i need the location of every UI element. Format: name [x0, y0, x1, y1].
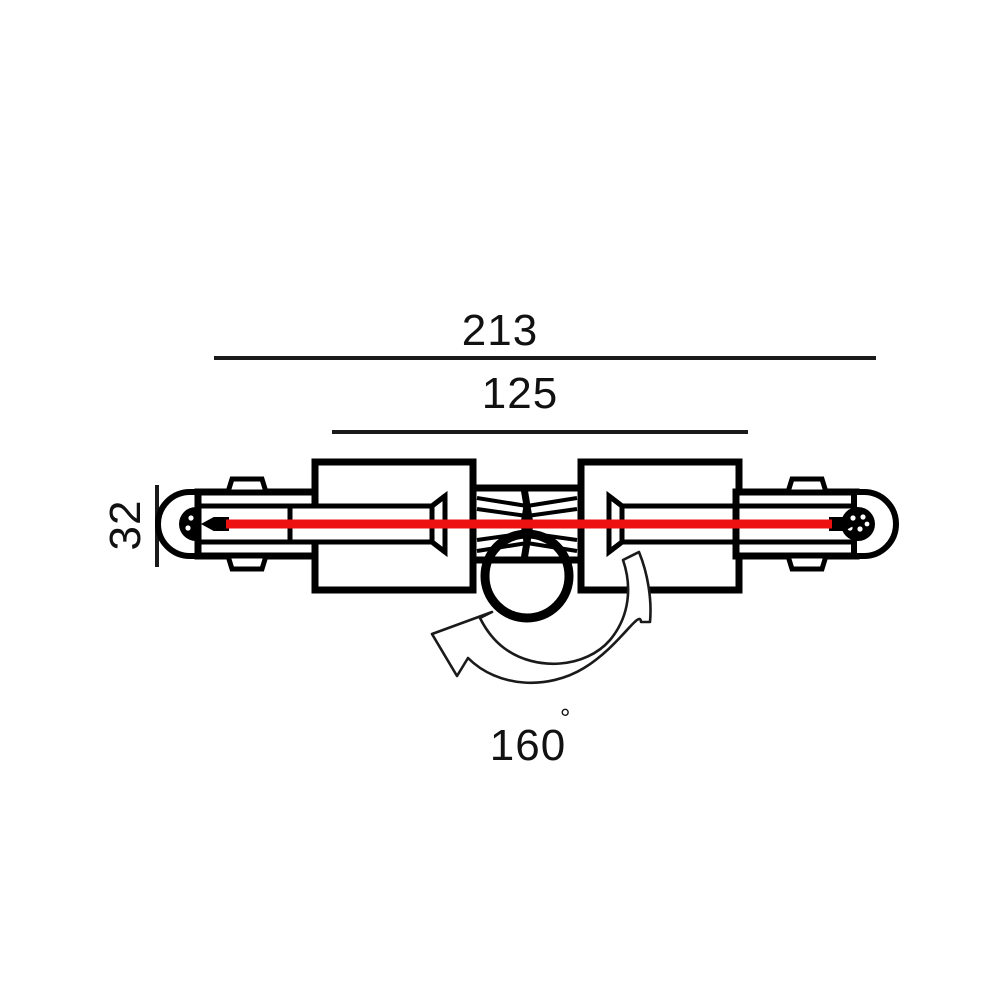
- dimension-inner-length: 125: [332, 369, 748, 434]
- hinge-left-splay-2: [476, 507, 528, 518]
- hinge-right-splay-1: [526, 496, 578, 508]
- right-terminal-dot-4: [857, 526, 863, 532]
- rotation-angle-label: 160: [490, 721, 566, 770]
- right-block-bevel-top: [607, 494, 624, 508]
- dimension-label-213: 213: [462, 306, 538, 355]
- right-terminal-dot-2: [860, 514, 866, 520]
- dimension-label-32: 32: [101, 500, 150, 551]
- connector-assembly: [155, 458, 899, 623]
- degree-symbol: °: [560, 703, 570, 733]
- pivot-circle: [480, 529, 574, 623]
- red-conductor-assembly: [200, 517, 858, 531]
- right-terminal-disc: [841, 507, 875, 541]
- left-terminal-dot-1: [188, 515, 194, 521]
- dimension-height: 32: [101, 485, 159, 567]
- hinge-left-splay-1: [476, 496, 528, 508]
- right-block-bevel-bottom: [607, 540, 624, 554]
- left-terminal-dot-3: [185, 525, 191, 531]
- left-block-bevel-top: [430, 494, 447, 508]
- right-terminal-dot-5: [864, 521, 870, 527]
- rotation-arrow: 160 °: [430, 550, 652, 770]
- dimension-overall-length: 213: [214, 306, 876, 360]
- left-block-bevel-bottom: [430, 540, 447, 554]
- right-housing-tab-top: [784, 476, 830, 495]
- right-terminal-dot-1: [850, 515, 856, 521]
- dimension-label-125: 125: [482, 369, 558, 418]
- left-housing-tab-bottom: [224, 553, 270, 572]
- right-housing-tab-bottom: [784, 553, 830, 572]
- rotation-arrow-shape: [430, 550, 652, 685]
- hinge-right-splay-2: [526, 507, 578, 518]
- right-end-cap: [841, 489, 899, 559]
- left-housing-tab-top: [224, 476, 270, 495]
